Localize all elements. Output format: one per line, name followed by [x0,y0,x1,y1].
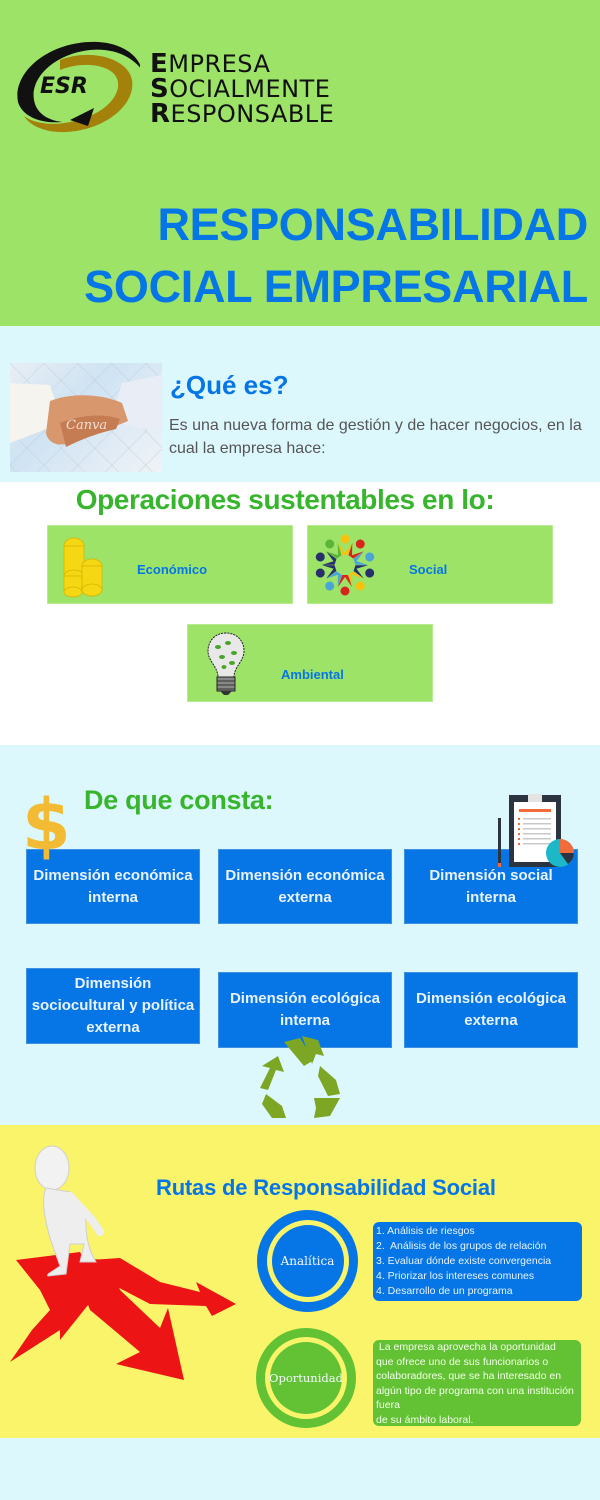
oportunidad-line-4: algún tipo de programa con una instituci… [376,1384,574,1397]
what-is-description: Es una nueva forma de gestión y de hacer… [169,417,582,457]
eco-lightbulb-icon [206,631,246,702]
operation-card-ambiental: Ambiental [187,624,433,702]
operation-label-ambiental: Ambiental [281,667,344,682]
oportunidad-line-6: de su ámbito laboral. [376,1413,474,1426]
oportunidad-line-2: que ofrece uno de sus funcionarios o [376,1355,549,1368]
people-circle-icon [310,532,380,603]
main-title-line-2: SOCIAL EMPRESARIAL [84,261,588,312]
analitica-step-1: 1. Análisis de riesgos [376,1225,475,1237]
dollar-sign-icon: $ [22,784,71,866]
person-crossroads-image [0,1140,240,1405]
oportunidad-line-3: colaboradores, que se ha interesado en [376,1370,562,1382]
logo-word-3: RESPONSABLE [150,99,335,129]
oportunidad-line-1: La empresa aprovecha la oportunidad [376,1341,556,1353]
oportunidad-label: Oportunidad [269,1371,343,1385]
dimensions-title: De que consta: [84,785,274,815]
oportunidad-line-5: fuera [376,1399,400,1411]
operation-label-social: Social [409,562,448,577]
header-section [0,0,600,326]
analitica-step-5: 4. Desarrollo de un programa [376,1285,513,1297]
dimensions-section [0,745,600,1125]
handshake-image: Canva [10,363,162,472]
footer-section [0,1438,600,1500]
operation-card-social: Social [307,525,553,604]
what-is-title: ¿Qué es? [170,370,289,400]
analitica-steps-list: 1. Análisis de riesgos 2. Análisis de lo… [373,1222,582,1301]
operation-card-economico: Económico [47,525,293,604]
operations-section [0,482,600,745]
logo-word-2: SOCIALMENTE [150,74,331,104]
clipboard-chart-icon [496,792,580,875]
logo-word-1: EMPRESA [150,49,271,79]
esr-logo-icon [10,34,142,138]
analitica-step-4: 4. Priorizar los intereses comunes [376,1270,535,1282]
oportunidad-description: La empresa aprovecha la oportunidad que … [373,1340,581,1426]
analitica-label: Analítica [280,1254,335,1268]
analitica-ring: Analítica [257,1210,358,1312]
operation-label-economico: Económico [137,562,208,577]
gold-coins-icon [60,536,104,603]
logo-mark-text: ESR [40,74,88,99]
operations-title: Operaciones sustentables en lo: [75,484,495,515]
routes-title: Rutas de Responsabilidad Social [156,1175,496,1200]
logo-wordmark: EMPRESA SOCIALMENTE RESPONSABLE [150,49,335,129]
oportunidad-ring: Oportunidad [256,1328,356,1428]
canva-watermark: Canva [66,418,107,433]
recycle-icon [256,1036,346,1125]
main-title-line-1: RESPONSABILIDAD [157,199,588,250]
analitica-step-3: 3. Evaluar dónde existe convergencia [376,1255,552,1267]
analitica-step-2: 2. Análisis de los grupos de relación [376,1240,547,1252]
